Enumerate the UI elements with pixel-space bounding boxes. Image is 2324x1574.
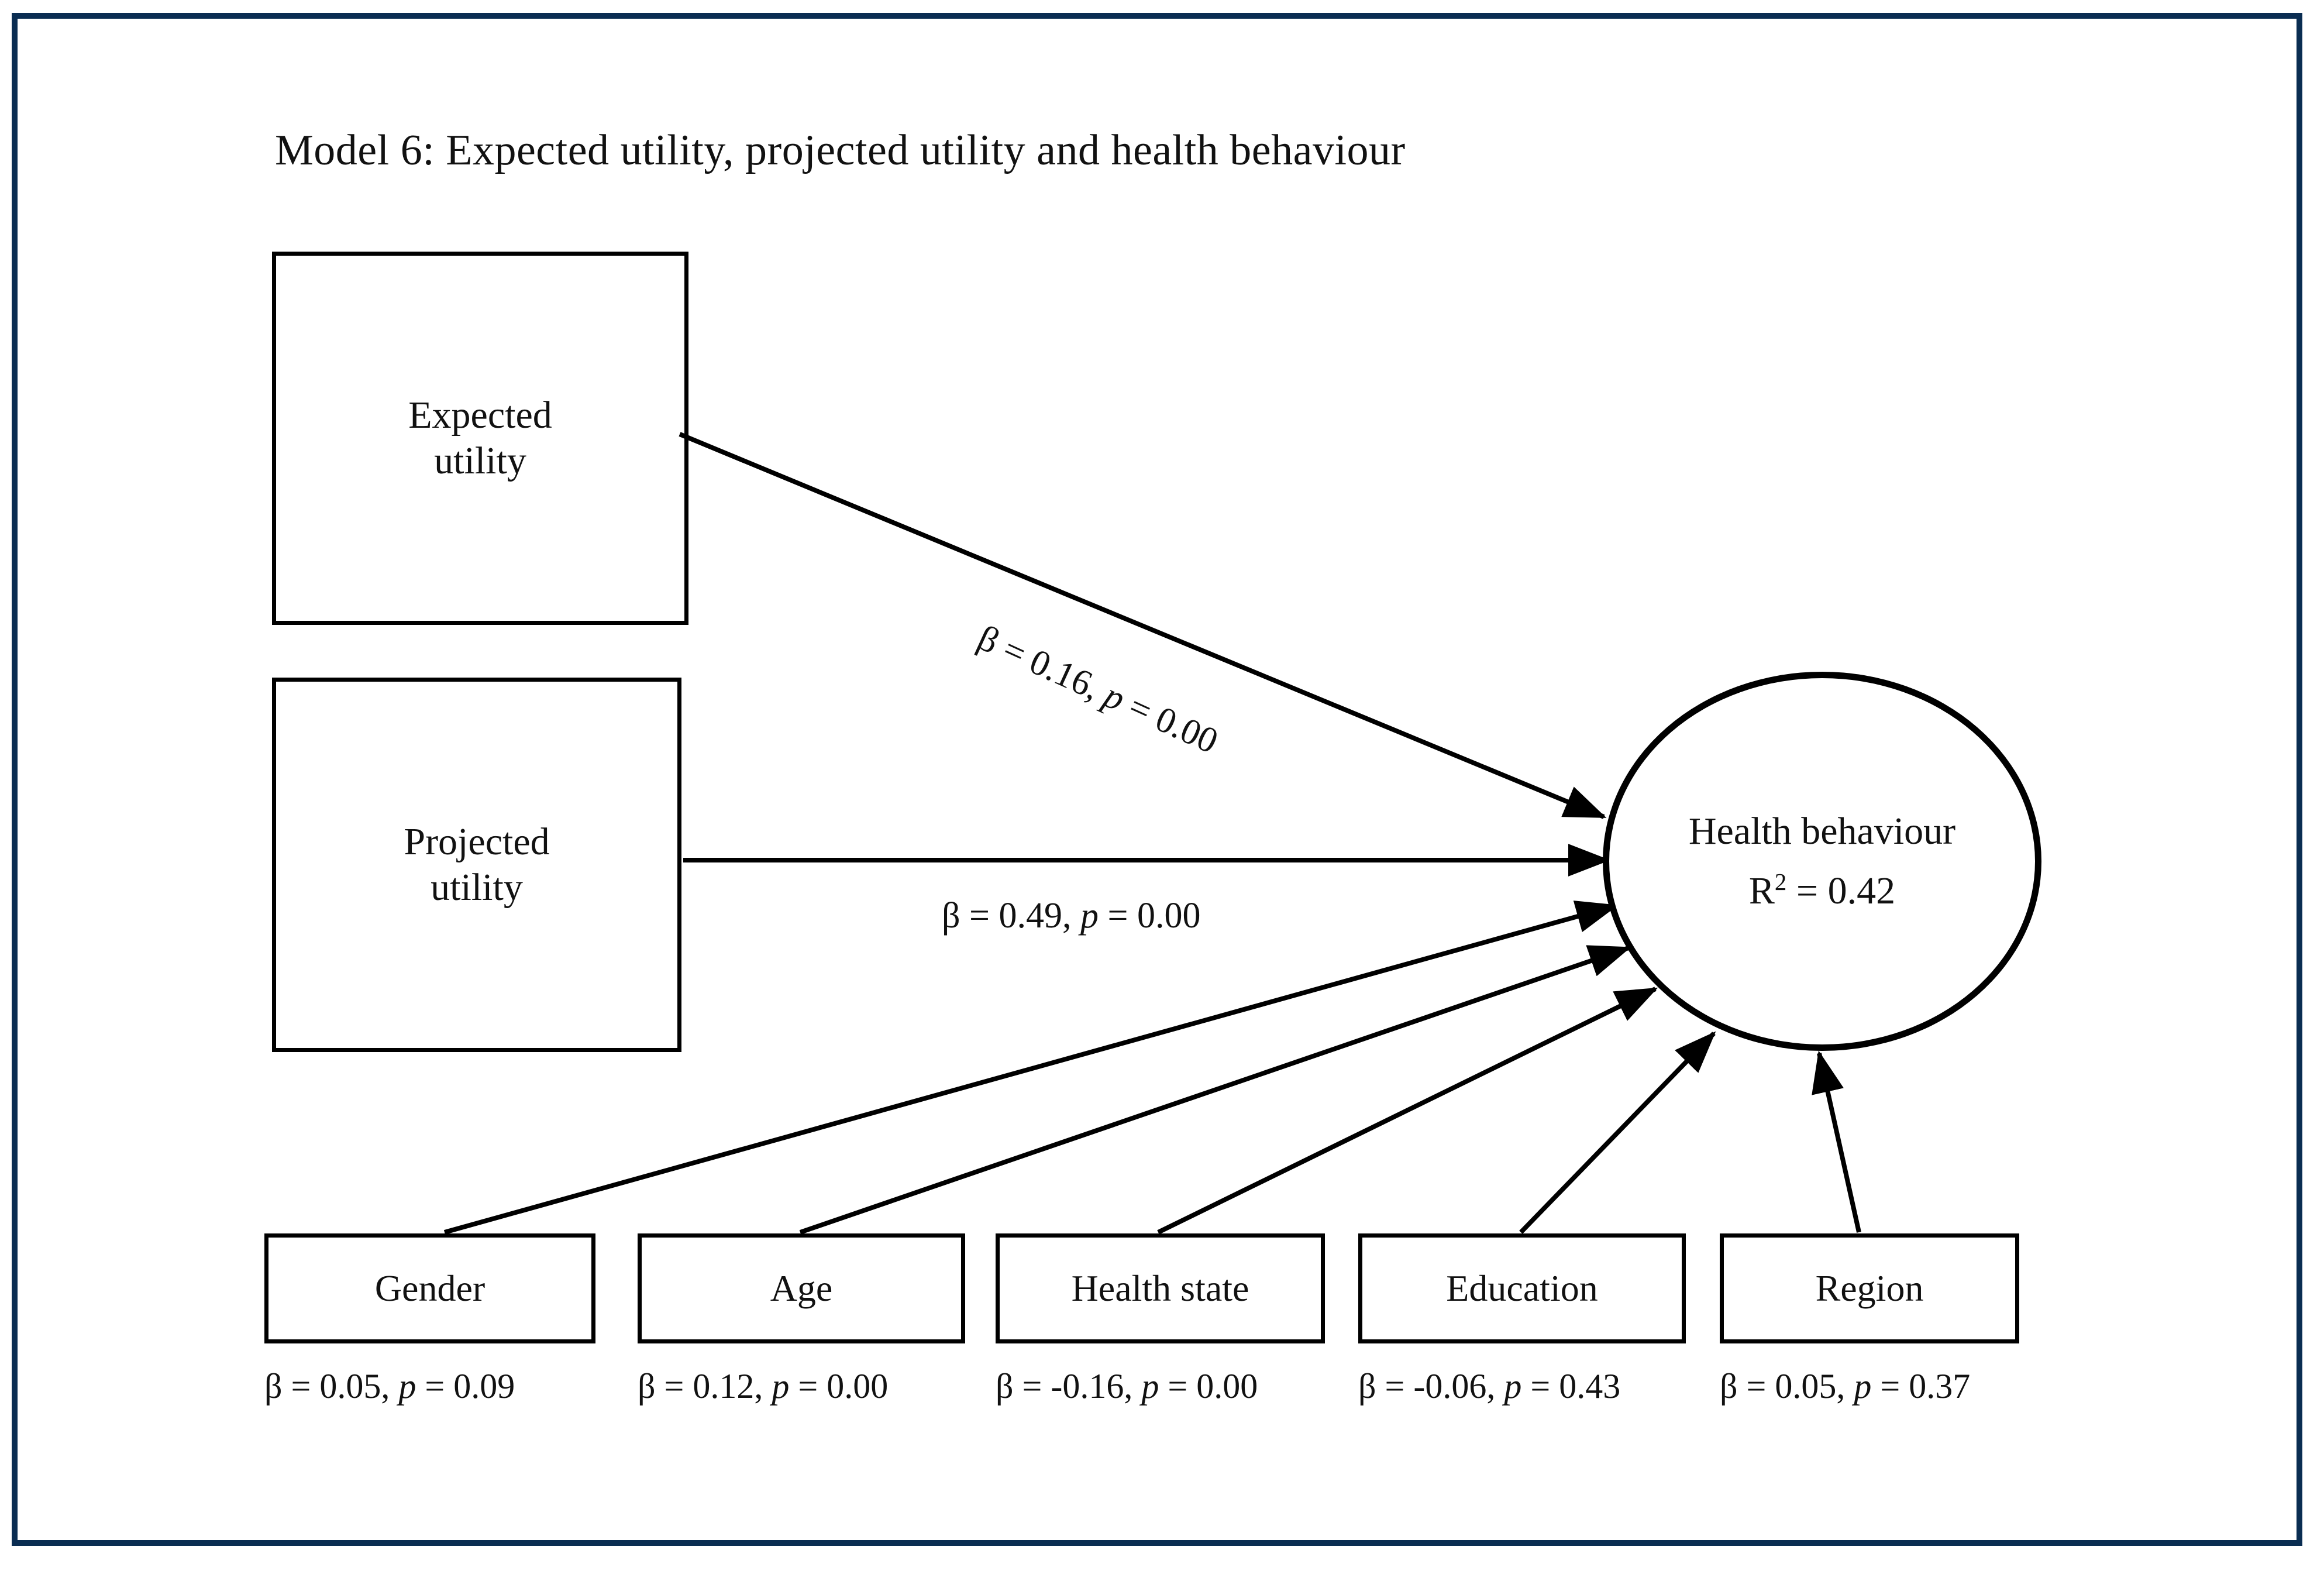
- beta-note-beta: β = -0.06,: [1358, 1367, 1504, 1405]
- beta-note-p-value: = 0.00: [789, 1367, 889, 1405]
- node-expected-utility[interactable]: Expected utility: [272, 252, 688, 625]
- node-age-label: Age: [770, 1267, 833, 1310]
- node-projected-utility-label: Projected utility: [404, 819, 549, 910]
- beta-note-p-value: = 0.37: [1871, 1367, 1971, 1405]
- node-label-line-1: Projected: [404, 820, 550, 864]
- beta-note-p-symbol: p: [1854, 1367, 1872, 1405]
- beta-note-p-symbol: p: [1141, 1367, 1159, 1405]
- node-projected-utility[interactable]: Projected utility: [272, 678, 681, 1052]
- beta-note-health-state: β = -0.16, p = 0.00: [996, 1366, 1258, 1407]
- node-expected-utility-label: Expected utility: [408, 393, 552, 484]
- edge-label-beta: β = 0.49,: [942, 896, 1081, 936]
- node-region[interactable]: Region: [1720, 1233, 2019, 1343]
- node-health-state-label: Health state: [1071, 1267, 1249, 1310]
- node-gender[interactable]: Gender: [264, 1233, 595, 1343]
- beta-note-beta: β = 0.12,: [638, 1367, 772, 1405]
- beta-note-p-value: = 0.00: [1159, 1367, 1258, 1405]
- edge-label-p-value: = 0.00: [1099, 896, 1201, 936]
- beta-note-p-symbol: p: [772, 1367, 790, 1405]
- node-health-behaviour[interactable]: Health behaviour R2 = 0.42: [1603, 672, 2041, 1051]
- node-education-label: Education: [1446, 1267, 1598, 1310]
- node-label-line-2: utility: [431, 866, 523, 909]
- beta-note-p-value: = 0.09: [416, 1367, 515, 1405]
- node-region-label: Region: [1815, 1267, 1924, 1310]
- r-squared-exponent: 2: [1774, 869, 1787, 895]
- node-label-line-1: Expected: [408, 394, 552, 437]
- edge-label-projected-utility: β = 0.49, p = 0.00: [942, 895, 1200, 937]
- node-health-behaviour-r-squared: R2 = 0.42: [1749, 861, 1895, 921]
- beta-note-age: β = 0.12, p = 0.00: [638, 1366, 888, 1407]
- r-squared-symbol: R: [1748, 870, 1775, 912]
- node-label-line-2: utility: [434, 439, 526, 482]
- page-title: Model 6: Expected utility, projected uti…: [275, 126, 1406, 174]
- beta-note-beta: β = 0.05,: [1720, 1367, 1854, 1405]
- node-age[interactable]: Age: [638, 1233, 965, 1343]
- edge-label-p-symbol: p: [1080, 896, 1099, 936]
- beta-note-p-symbol: p: [1504, 1367, 1522, 1405]
- node-health-state[interactable]: Health state: [996, 1233, 1325, 1343]
- beta-note-region: β = 0.05, p = 0.37: [1720, 1366, 1970, 1407]
- beta-note-beta: β = 0.05,: [264, 1367, 399, 1405]
- beta-note-education: β = -0.06, p = 0.43: [1358, 1366, 1620, 1407]
- beta-note-p-symbol: p: [398, 1367, 416, 1405]
- node-health-behaviour-label: Health behaviour: [1688, 809, 1956, 853]
- r-squared-value: = 0.42: [1786, 870, 1896, 912]
- node-education[interactable]: Education: [1358, 1233, 1686, 1343]
- beta-note-p-value: = 0.43: [1521, 1367, 1621, 1405]
- node-gender-label: Gender: [374, 1267, 486, 1310]
- beta-note-gender: β = 0.05, p = 0.09: [264, 1366, 515, 1407]
- beta-note-beta: β = -0.16,: [996, 1367, 1142, 1405]
